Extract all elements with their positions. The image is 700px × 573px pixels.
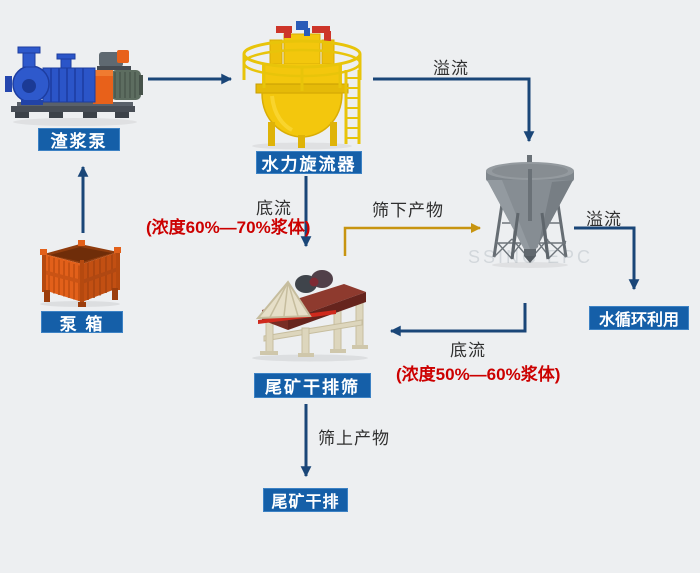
- label-slurry-pump: 渣浆泵: [38, 128, 120, 151]
- flow-line-overflow-top: [373, 77, 535, 143]
- flow-line-overflow-right: [574, 226, 640, 291]
- flow-line-underflow-right: [389, 303, 527, 337]
- flow-line-undersize-return: [343, 223, 481, 256]
- label-water-recycle: 水循环利用: [589, 306, 689, 330]
- hydrocyclone-image: [242, 21, 362, 150]
- flow-label-overflow-top: 溢流: [433, 59, 469, 78]
- flow-note-underflow-center: (浓度60%—70%浆体): [146, 218, 311, 237]
- pump-box-image: [40, 240, 121, 307]
- label-pump-box-text: 泵 箱: [59, 314, 105, 334]
- flow-note-underflow-right: (浓度50%—60%浆体): [396, 365, 561, 384]
- dewatering-screen-image: [252, 270, 368, 362]
- flow-label-underflow-center: 底流: [256, 199, 292, 218]
- flow-label-overflow-right: 溢流: [586, 210, 622, 229]
- label-tailings-dry-discharge: 尾矿干排: [263, 488, 348, 512]
- label-tailings-dry-discharge-text: 尾矿干排: [271, 494, 340, 511]
- flow-label-oversize-product: 筛上产物: [318, 429, 390, 448]
- flow-label-underflow-right: 底流: [450, 341, 486, 360]
- label-hydrocyclone: 水力旋流器: [256, 151, 362, 174]
- label-slurry-pump-text: 渣浆泵: [50, 132, 108, 151]
- flow-label-undersize-product: 筛下产物: [372, 201, 444, 220]
- label-pump-box: 泵 箱: [41, 311, 123, 334]
- cone-thickener-image: [486, 155, 574, 268]
- slurry-pump-image: [5, 46, 143, 126]
- label-water-recycle-text: 水循环利用: [598, 312, 679, 329]
- label-dewatering-screen: 尾矿干排筛: [254, 373, 371, 398]
- label-dewatering-screen-text: 尾矿干排筛: [265, 378, 360, 397]
- label-hydrocyclone-text: 水力旋流器: [261, 155, 357, 174]
